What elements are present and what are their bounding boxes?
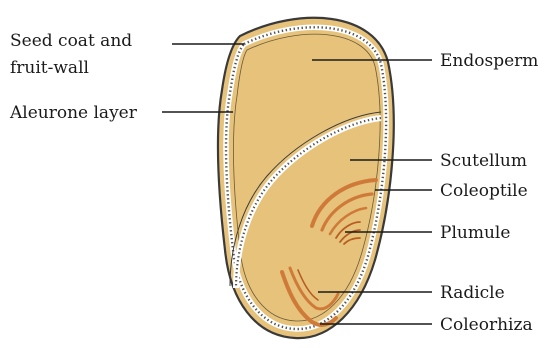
label-coleorhiza: Coleorhiza [440,315,533,335]
label-aleurone: Aleurone layer [9,103,138,123]
label-endosperm: Endosperm [440,51,538,71]
label-scutellum: Scutellum [440,151,527,171]
label-seed-coat-line1: Seed coat and [10,31,132,51]
label-plumule: Plumule [440,223,510,243]
label-coleoptile: Coleoptile [440,181,528,201]
label-seed-coat-line2: fruit-wall [10,58,89,78]
label-radicle: Radicle [440,283,505,303]
